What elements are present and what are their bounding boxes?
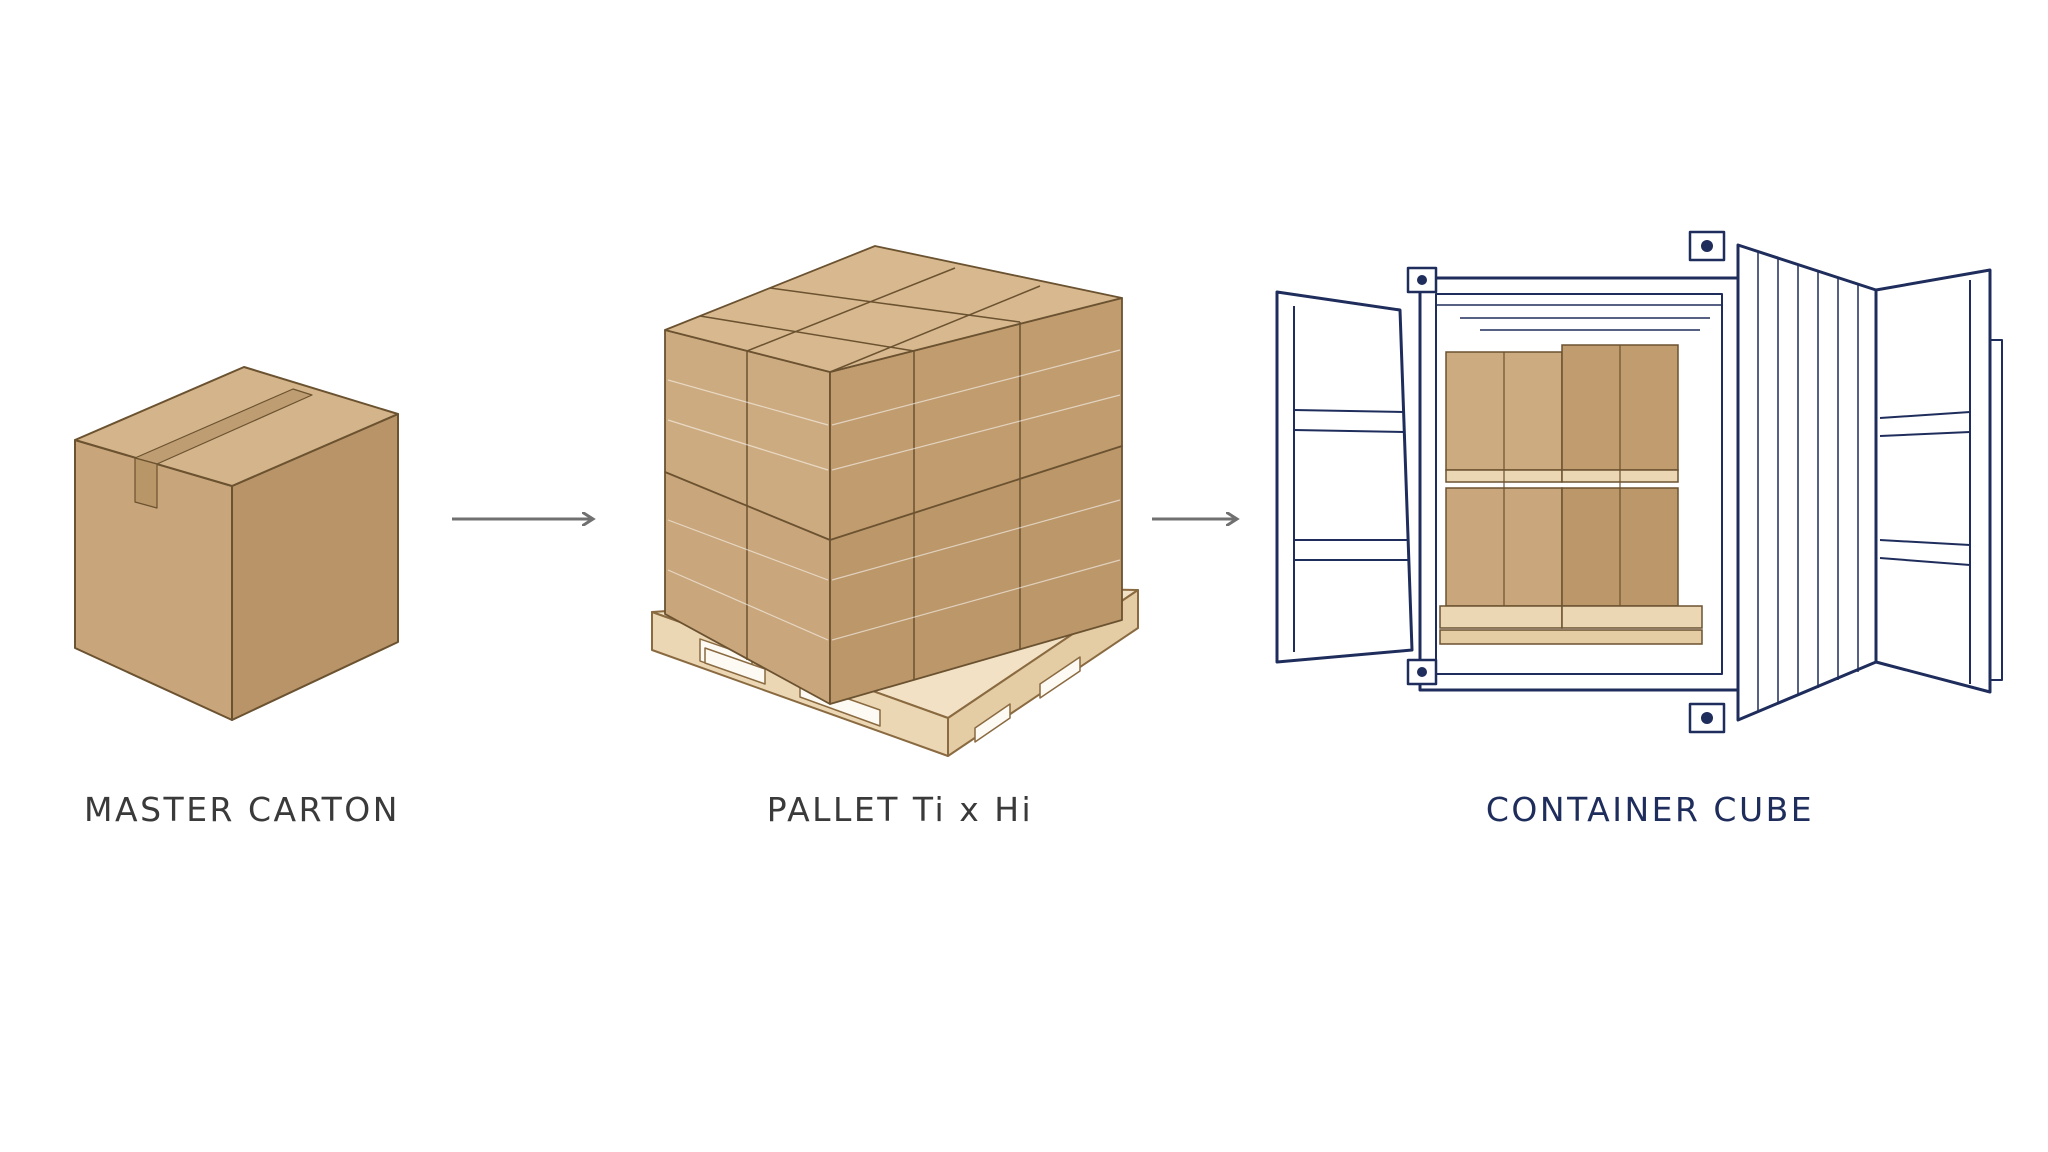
step-label-container-cube: CONTAINER CUBE: [1485, 790, 1815, 829]
step-label-pallet: PALLET Ti x Hi: [766, 790, 1034, 829]
step-label-master-carton: MASTER CARTON: [84, 790, 400, 829]
master-carton-icon: [74, 366, 399, 721]
container-cargo-icon: [1439, 344, 1703, 645]
pallet-icon: [651, 245, 1139, 757]
